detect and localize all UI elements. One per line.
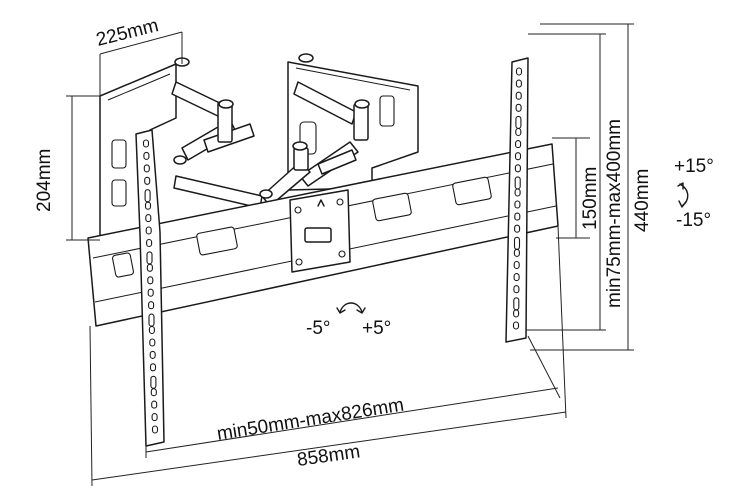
bracket-slot-right xyxy=(513,260,520,270)
tilt-indicator: +15° -15° xyxy=(674,156,714,231)
dim-center-spacing: 150mm xyxy=(552,137,601,239)
bracket-slot-left xyxy=(145,214,152,223)
bracket-slot-right xyxy=(513,309,520,318)
dim-overall-height: 440mm xyxy=(530,23,653,351)
bracket-slot-right xyxy=(514,212,521,221)
bracket-slot-right xyxy=(513,297,520,311)
bracket-slot-left xyxy=(151,400,158,409)
dim-arm-depth-label: 225mm xyxy=(94,15,161,51)
bracket-slot-right xyxy=(515,103,522,112)
bracket-slot-right xyxy=(514,188,521,197)
bracket-slot-left xyxy=(142,139,150,148)
bracket-slot-right xyxy=(513,285,520,294)
bracket-slot-right xyxy=(513,273,520,282)
bracket-slot-left xyxy=(146,238,153,248)
bracket-slot-left xyxy=(149,363,157,372)
bracket-slot-left xyxy=(148,325,155,335)
bracket-slot-left xyxy=(149,350,156,359)
swivel-left-label: -5° xyxy=(306,318,331,339)
bracket-slot-left xyxy=(151,413,158,422)
dim-vertical-range: min75mm-max400mm xyxy=(526,33,625,331)
bracket-slot-right xyxy=(515,115,522,129)
bracket-slot-left xyxy=(144,176,151,185)
dim-overall-height-label: 440mm xyxy=(632,169,653,232)
swivel-right-label: +5° xyxy=(362,318,391,339)
bracket-slot-right xyxy=(514,164,521,173)
bracket-slot-right xyxy=(515,140,522,149)
dim-overall-width-label: 858mm xyxy=(296,441,362,471)
bracket-slot-left xyxy=(148,301,155,310)
dim-wall-plate-height: 204mm xyxy=(34,95,100,241)
bracket-slot-left xyxy=(151,425,159,434)
bracket-slot-right xyxy=(515,91,522,100)
bracket-slot-right xyxy=(514,176,521,190)
bracket-slot-left xyxy=(147,276,154,285)
swivel-arrow-icon xyxy=(339,302,363,313)
bracket-slot-left xyxy=(143,151,150,160)
dim-vertical-range-label: min75mm-max400mm xyxy=(604,119,625,308)
bracket-slot-left xyxy=(144,201,152,210)
dim-wall-plate-height-label: 204mm xyxy=(34,149,55,212)
tv-crossbar xyxy=(87,143,559,327)
dim-horizontal-range-label: min50mm-max826mm xyxy=(215,395,405,445)
bracket-slot-left xyxy=(143,164,150,173)
bracket-slot-left xyxy=(147,288,154,297)
bracket-slot-right xyxy=(514,152,522,161)
bracket-slot-right xyxy=(515,79,522,88)
bracket-slot-left xyxy=(149,338,156,347)
tilt-up-label: +15° xyxy=(674,156,714,177)
bracket-slot-left xyxy=(148,313,155,327)
bracket-slot-left xyxy=(146,251,153,265)
tv-bracket-left xyxy=(135,129,165,447)
dim-horizontal-range: min50mm-max826mm xyxy=(145,335,561,458)
bracket-slot-right xyxy=(513,248,520,257)
bracket-slot-left xyxy=(146,263,153,272)
bracket-slot-right xyxy=(512,321,520,330)
bracket-slot-left xyxy=(145,226,152,235)
tilt-down-label: -15° xyxy=(676,210,711,231)
dim-center-spacing-label: 150mm xyxy=(580,167,601,230)
bracket-slot-right xyxy=(513,236,521,250)
bracket-slot-right xyxy=(515,67,523,76)
tv-bracket-right xyxy=(505,57,529,343)
bracket-slot-right xyxy=(515,127,522,137)
tilt-arrow-icon xyxy=(679,183,689,207)
swivel-indicator: -5° +5° xyxy=(306,302,391,339)
bracket-slot-right xyxy=(514,200,521,209)
bracket-slot-right xyxy=(514,224,521,233)
bracket-slot-left xyxy=(150,375,157,389)
bracket-slot-left xyxy=(150,388,157,397)
bracket-slot-left xyxy=(144,189,151,203)
